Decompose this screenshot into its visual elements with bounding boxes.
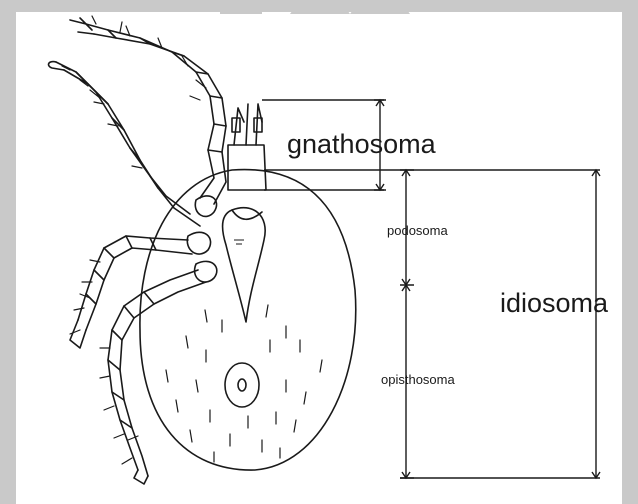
coxa-2 [187,232,210,254]
leg-4-front [108,270,198,470]
watermark-bottom-left [0,470,14,504]
sternal-shield [223,208,266,322]
body-setae [166,305,322,462]
leg-4-setae [100,348,138,464]
leg-2-back [64,70,200,226]
watermark-right-bar [622,0,638,504]
watermark-letter-b [290,0,350,14]
watermark-left-bar [0,0,16,504]
leg-2-front [56,62,190,214]
coxa-1 [195,196,216,217]
leg-3-tarsus [70,320,86,348]
anal-plate [225,363,259,407]
leg-4-back [120,282,206,476]
sternal-marks [234,240,244,244]
coxa-3 [195,261,217,282]
sternal-mark [234,240,244,244]
watermark-letter-a [220,0,262,14]
gnathosoma-capitulum [228,145,266,190]
anus [238,379,246,391]
leg-4-tarsus [134,470,148,484]
idiosoma-bracket [264,170,600,478]
podosoma-opisthosoma-bracket [400,170,414,478]
chelicerae [234,104,262,145]
label-opisthosoma: opisthosoma [381,373,455,386]
leg-1-setae [92,16,206,100]
label-podosoma: podosoma [387,224,448,237]
leg-3-back [86,248,192,330]
leg-1-front [86,24,214,198]
label-idiosoma: idiosoma [500,290,608,317]
leg-2-setae [62,66,142,168]
watermark-letter-c [350,0,410,14]
leg-4-joints [108,292,154,428]
setae [62,16,322,464]
label-gnathosoma: gnathosoma [287,131,436,158]
